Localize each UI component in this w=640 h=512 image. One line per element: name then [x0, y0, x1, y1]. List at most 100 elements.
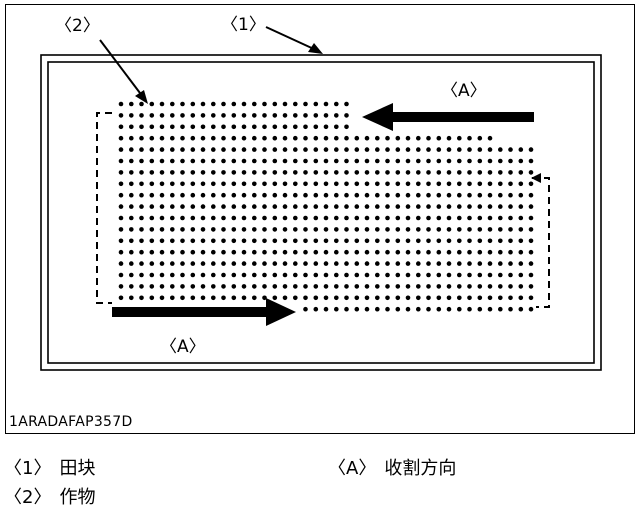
crop-dot: [446, 158, 452, 164]
crop-dot: [405, 135, 411, 141]
crop-dot: [180, 204, 185, 209]
crop-dot: [262, 158, 267, 164]
crop-dot: [446, 192, 452, 198]
crop-dot: [118, 215, 124, 221]
crop-dot: [426, 181, 431, 187]
crop-dot: [364, 204, 370, 209]
crop-dot: [211, 101, 216, 107]
crop-dot: [467, 306, 472, 312]
crop-dot: [118, 181, 124, 187]
crop-dot: [313, 261, 319, 266]
crop-dot: [518, 238, 524, 244]
crop-dot: [241, 295, 247, 301]
crop-dot: [446, 284, 452, 289]
crop-dot: [231, 238, 237, 244]
crop-dot: [180, 192, 185, 198]
crop-dot: [262, 147, 267, 152]
crop-dot: [252, 295, 257, 301]
callout-direction-top-label: 〈A〉: [441, 81, 487, 101]
crop-dot: [139, 295, 144, 301]
crop-dot: [498, 181, 503, 187]
crop-dot: [467, 147, 472, 152]
crop-dot: [446, 147, 452, 152]
crop-dot: [200, 295, 206, 301]
crop-dot: [334, 158, 339, 164]
crop-dot: [334, 135, 339, 141]
crop-dot: [252, 192, 257, 198]
crop-dot: [241, 101, 247, 107]
crop-dot: [528, 295, 534, 301]
crop-dot: [436, 227, 442, 232]
crop-dot: [272, 124, 278, 130]
crop-dot: [170, 124, 175, 130]
crop-dot: [180, 124, 185, 130]
crop-dot: [200, 192, 206, 198]
crop-dot: [323, 101, 329, 107]
crop-dot: [323, 227, 329, 232]
crop-dot: [436, 147, 442, 152]
crop-dot: [252, 204, 257, 209]
crop-dot: [139, 124, 144, 130]
crop-dot: [498, 238, 503, 244]
crop-dot: [364, 170, 370, 175]
crop-dot: [426, 284, 431, 289]
crop-dot: [436, 215, 442, 221]
crop-dot: [293, 135, 298, 141]
legend-item-crop: 〈2〉作物: [4, 483, 95, 509]
crop-dot: [528, 306, 534, 312]
crop-dot: [231, 272, 237, 278]
crop-dot: [498, 192, 503, 198]
legend-item-direction: 〈A〉收割方向: [328, 454, 456, 480]
crop-dot: [416, 227, 421, 232]
crop-dot: [518, 306, 524, 312]
crop-dot: [200, 135, 206, 141]
crop-dot: [211, 284, 216, 289]
crop-dot: [518, 284, 524, 289]
crop-dot: [385, 135, 390, 141]
crop-dot: [354, 135, 360, 141]
crop-dot: [334, 227, 339, 232]
crop-dot: [323, 261, 329, 266]
crop-dot: [528, 147, 534, 152]
crop-dot: [487, 215, 493, 221]
crop-dot: [200, 158, 206, 164]
crop-dot: [487, 227, 493, 232]
crop-dot: [159, 227, 165, 232]
crop-dot: [313, 158, 319, 164]
crop-dot: [211, 272, 216, 278]
crop-dot: [129, 113, 134, 118]
crop-dot: [364, 238, 370, 244]
crop-dot: [528, 215, 534, 221]
crop-dot: [354, 261, 360, 266]
crop-dot: [139, 192, 144, 198]
crop-dot: [457, 238, 462, 244]
crop-dot: [303, 261, 308, 266]
crop-dot: [118, 238, 124, 244]
crop-dot: [293, 272, 298, 278]
crop-dot: [354, 306, 360, 312]
crop-dot: [323, 295, 329, 301]
crop-dot: [190, 158, 196, 164]
crop-dot: [252, 272, 257, 278]
crop-dot: [170, 147, 175, 152]
crop-dot: [323, 272, 329, 278]
crop-dot: [262, 170, 267, 175]
crop-dot: [405, 204, 411, 209]
crop-dot: [508, 192, 513, 198]
crop-dot: [159, 295, 165, 301]
crop-dot: [446, 295, 452, 301]
crop-dot: [323, 238, 329, 244]
crop-dot: [200, 204, 206, 209]
crop-dot: [303, 147, 308, 152]
crop-dot: [272, 158, 278, 164]
crop-dot: [262, 249, 267, 255]
crop-dot: [282, 147, 288, 152]
crop-dot: [272, 181, 278, 187]
crop-dot: [477, 192, 483, 198]
crop-dot: [354, 192, 360, 198]
crop-dot: [262, 124, 267, 130]
crop-dot: [395, 147, 401, 152]
crop-dot: [139, 272, 144, 278]
crop-dot: [118, 147, 124, 152]
crop-dot: [313, 170, 319, 175]
